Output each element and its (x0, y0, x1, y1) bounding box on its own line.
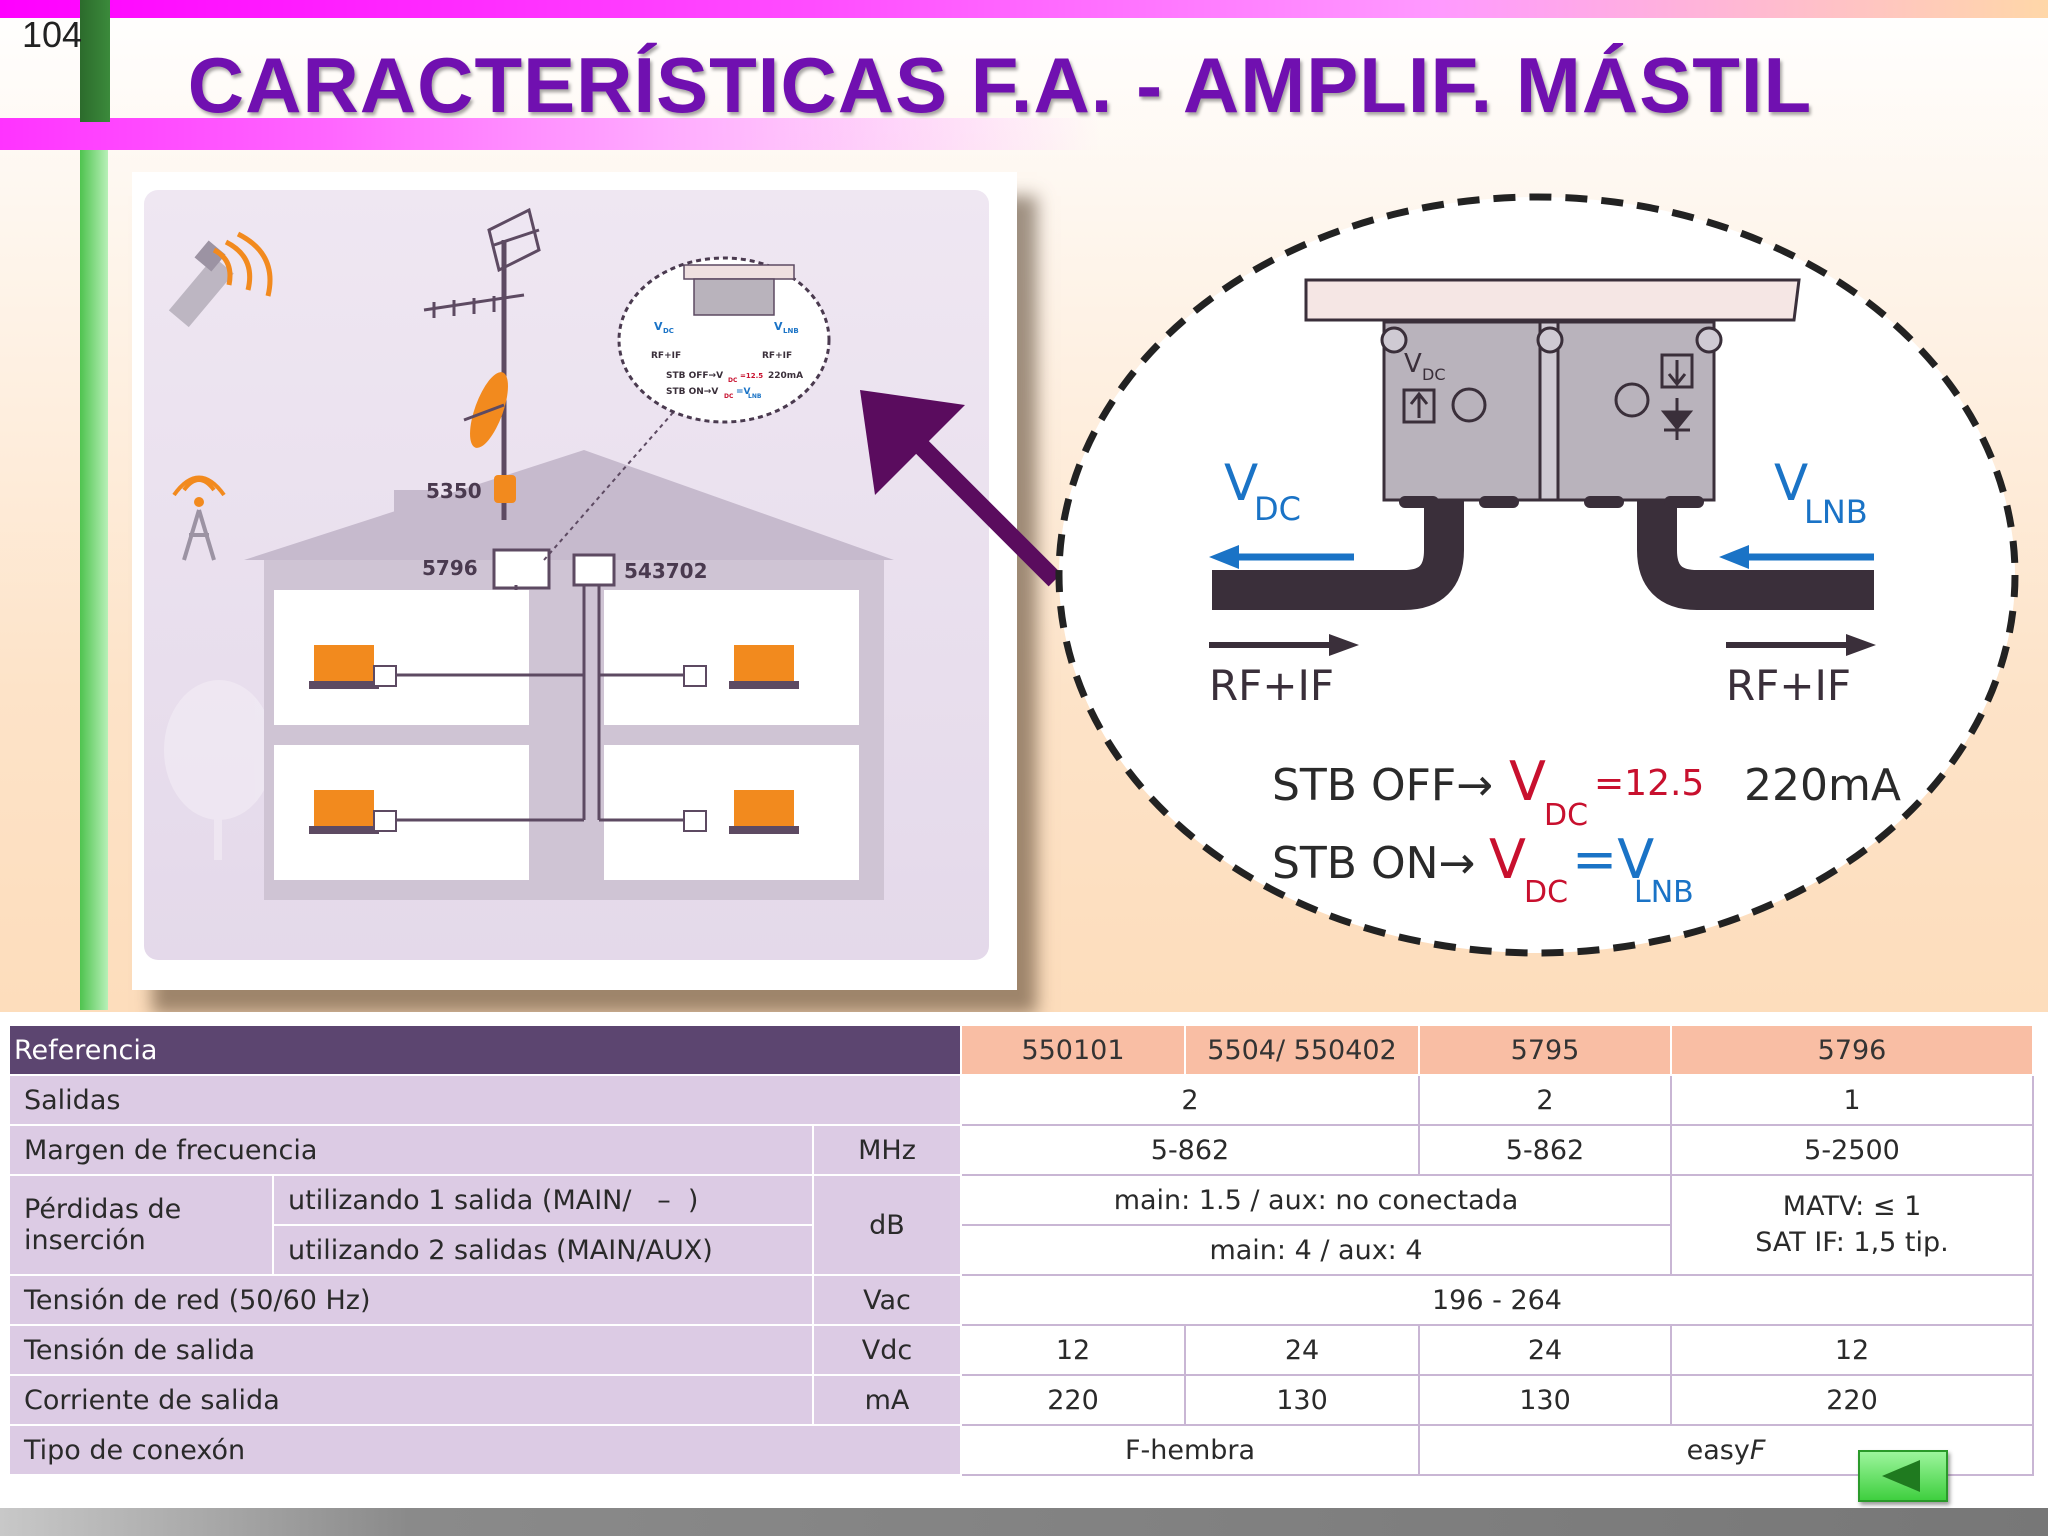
header-referencia: Referencia (8, 1024, 962, 1076)
stb-off-prefix: STB OFF→ (1272, 760, 1493, 811)
svg-text:V: V (774, 320, 783, 333)
arrow-right-icon (1846, 634, 1876, 656)
left-triangle-icon (1882, 1460, 1920, 1492)
tv-icon (683, 645, 799, 689)
slide-number: 104 (22, 14, 83, 55)
table-row: Margen de frecuencia MHz 5-862 5-862 5-2… (8, 1124, 2034, 1176)
led-indicator-icon (1614, 382, 1650, 418)
label-543702: 543702 (624, 559, 708, 583)
tv-icon (309, 645, 397, 689)
arrow-down-icon (1660, 353, 1694, 389)
rf-if-right: RF+IF (1726, 661, 1851, 710)
row-label-tension-red: Tensión de red (50/60 Hz) (8, 1274, 814, 1326)
table-row: Corriente de salida mA 220 130 130 220 (8, 1374, 2034, 1426)
ref-5796: 5796 (1670, 1024, 2034, 1076)
left-accent-bar-lower (80, 150, 108, 1010)
vlnb-label: V (1774, 454, 1808, 512)
psu-5796-icon (492, 548, 551, 590)
radio-tower-icon (172, 475, 226, 561)
svg-text:DC: DC (1422, 365, 1446, 384)
diagram-panel: 5350 5796 543702 (144, 190, 989, 960)
satellite-icon (168, 231, 273, 328)
zoom-bubble: V DC V DC V LNB RF+IF RF+IF STB OFF→ V D… (1055, 193, 2019, 957)
led-indicator-icon (1451, 387, 1487, 423)
svg-text:RF+IF: RF+IF (762, 351, 792, 361)
splitter-543702-icon (572, 553, 616, 587)
row-label-tension-salida: Tensión de salida (8, 1324, 814, 1376)
ref-550101: 550101 (960, 1024, 1186, 1076)
table-row: Tensión de red (50/60 Hz) Vac 196 - 264 (8, 1274, 2034, 1326)
diode-icon (1660, 398, 1694, 440)
svg-text:220mA: 220mA (768, 371, 803, 381)
ref-5795: 5795 (1418, 1024, 1672, 1076)
slide-title: CARACTERÍSTICAS F.A. - AMPLIF. MÁSTIL (187, 41, 1813, 129)
table-row: utilizando 2 salidas (MAIN/AUX) main: 4 … (9, 1224, 2033, 1276)
ref-5504-550402: 5504/ 550402 (1184, 1024, 1420, 1076)
svg-text:=V: =V (1572, 828, 1654, 891)
arrow-up-icon (1402, 388, 1436, 424)
tree-icon (164, 680, 274, 860)
installation-diagram: 5350 5796 543702 (132, 172, 1017, 990)
rf-if-left: RF+IF (1209, 661, 1334, 710)
left-accent-bar (80, 0, 110, 122)
table-row: Tipo de conexón F-hembra easyF (8, 1424, 2034, 1476)
stb-off-current: 220mA (1744, 760, 1901, 811)
back-button[interactable] (1858, 1450, 1948, 1502)
svg-text:LNB: LNB (783, 327, 799, 335)
cable-right (1637, 500, 1874, 610)
label-5796: 5796 (422, 556, 478, 580)
svg-text:V: V (1509, 750, 1546, 813)
table-row: Tensión de salida Vdc 12 24 24 12 (8, 1324, 2034, 1376)
chimney (394, 490, 434, 550)
svg-text:V: V (1404, 349, 1422, 379)
label-5350: 5350 (426, 479, 482, 503)
svg-text:=V: =V (736, 387, 751, 397)
svg-text:DC: DC (1254, 490, 1301, 528)
table-row: Salidas 2 2 1 (8, 1074, 2034, 1126)
row-label-conexion: Tipo de conexón (8, 1424, 962, 1476)
arrow-right-icon (1329, 634, 1359, 656)
mini-zoom-bubble: V DC V LNB RF+IF RF+IF STB OFF→V DC =12.… (617, 256, 831, 424)
stb-on-prefix: STB ON→ (1272, 838, 1475, 889)
amplifier-cover (1304, 278, 1801, 322)
svg-text:V: V (1489, 828, 1526, 891)
row-label-margen: Margen de frecuencia (8, 1124, 814, 1176)
tv-icon (309, 790, 397, 834)
pointer-arrow-icon (860, 390, 1062, 587)
antenna-icon (423, 207, 541, 318)
svg-text:STB ON→V: STB ON→V (666, 387, 718, 397)
row-label-salidas: Salidas (8, 1074, 962, 1126)
table-row: Pérdidas de inserción utilizando 1 salid… (8, 1174, 2034, 1276)
bottom-strip (0, 1508, 2048, 1536)
arrow-left-icon (1209, 545, 1239, 569)
svg-text:DC: DC (1544, 798, 1588, 833)
svg-text:DC: DC (1524, 875, 1568, 910)
svg-text:V: V (654, 320, 663, 333)
vdc-label: V (1224, 454, 1258, 512)
cable-left (1212, 500, 1464, 610)
row-label-corriente: Corriente de salida (8, 1374, 814, 1426)
row-label-perdidas: Pérdidas de inserción (8, 1174, 274, 1276)
svg-text:LNB: LNB (1804, 493, 1868, 531)
svg-text:=12.5: =12.5 (740, 372, 763, 380)
arrow-left-icon (1719, 545, 1749, 569)
tv-icon (683, 790, 799, 834)
spec-table: Referencia 550101 5504/ 550402 5795 5796… (8, 1024, 2034, 1476)
svg-text:=12.5: =12.5 (1594, 763, 1704, 804)
title-underline-band (0, 118, 1100, 150)
spec-table-panel: Referencia 550101 5504/ 550402 5795 5796… (0, 1012, 2048, 1536)
svg-text:DC: DC (728, 377, 738, 384)
svg-text:STB OFF→V: STB OFF→V (666, 371, 723, 381)
dish-icon (463, 372, 508, 448)
amplifier-5350-icon (494, 475, 516, 503)
house-roof (244, 450, 894, 560)
svg-text:LNB: LNB (1634, 875, 1694, 910)
svg-text:LNB: LNB (748, 393, 762, 400)
table-header-row: Referencia 550101 5504/ 550402 5795 5796 (8, 1024, 2034, 1076)
svg-text:DC: DC (724, 393, 734, 400)
top-color-bar (0, 0, 2048, 18)
svg-text:DC: DC (663, 327, 674, 335)
building-illustration: 5350 5796 543702 (164, 207, 894, 900)
svg-text:RF+IF: RF+IF (651, 351, 681, 361)
